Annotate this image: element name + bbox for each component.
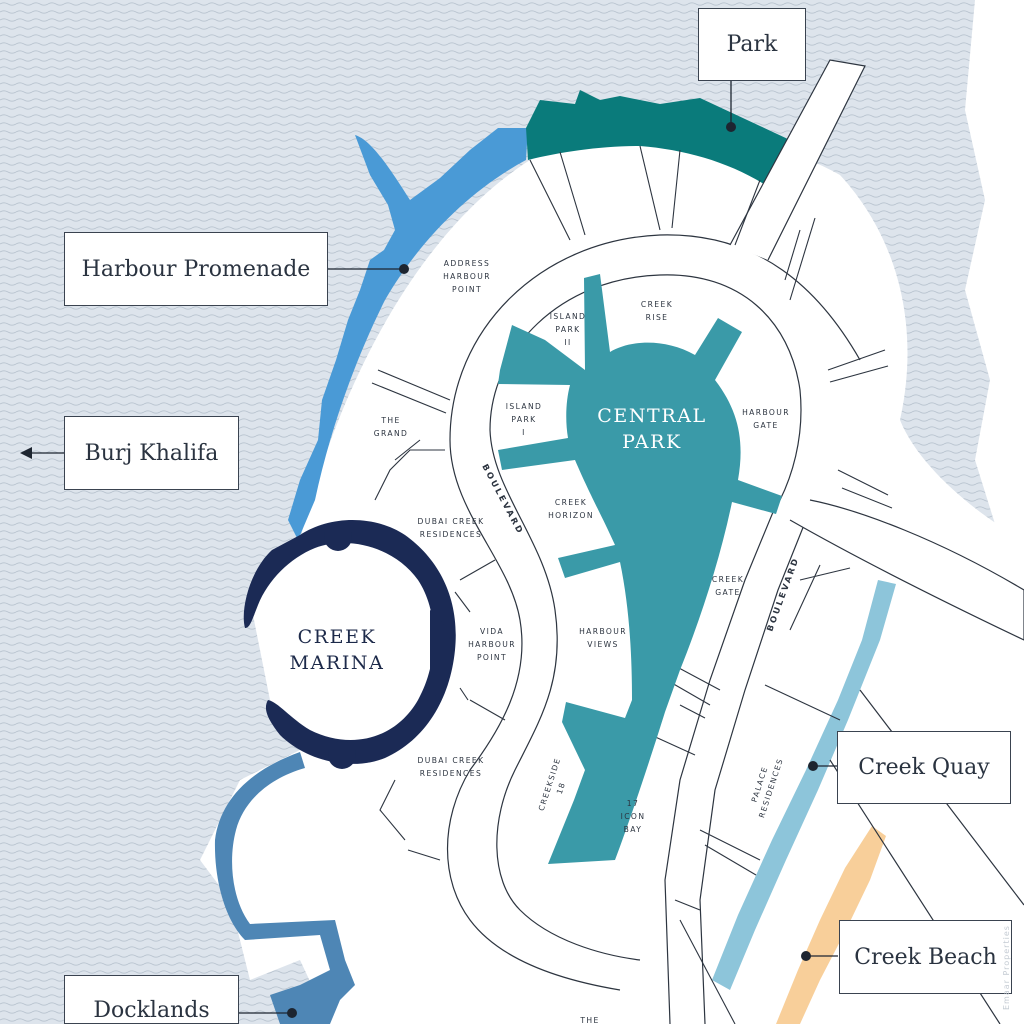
creek-beach-dot bbox=[801, 951, 811, 961]
burj-khalifa-arrow-icon bbox=[20, 447, 32, 459]
plot-creek-rise[interactable]: CREEK RISE bbox=[641, 300, 673, 322]
central-park-label-1: CENTRAL bbox=[597, 405, 707, 427]
marina-pier-east bbox=[430, 610, 452, 700]
svg-text:CREEK: CREEK bbox=[712, 575, 744, 584]
plot-icon-bay[interactable]: 17 ICON BAY bbox=[621, 799, 646, 834]
svg-text:RESIDENCES: RESIDENCES bbox=[420, 769, 482, 778]
svg-text:POINT: POINT bbox=[477, 653, 507, 662]
burj-khalifa-callout[interactable]: Burj Khalifa bbox=[64, 416, 239, 490]
harbour-promenade-callout[interactable]: Harbour Promenade bbox=[64, 232, 328, 306]
creek-beach-area[interactable] bbox=[776, 826, 886, 1024]
plot-island-park-i[interactable]: ISLAND PARK I bbox=[506, 402, 543, 437]
creek-island bbox=[200, 134, 1024, 1024]
plot-creek-horizon[interactable]: CREEK HORIZON bbox=[548, 498, 594, 520]
svg-text:THE: THE bbox=[380, 416, 400, 425]
central-park-area[interactable] bbox=[498, 274, 782, 864]
plot-dubai-creek-residences-south[interactable]: DUBAI CREEK RESIDENCES bbox=[417, 756, 484, 778]
creek-quay-area[interactable] bbox=[712, 580, 896, 990]
boulevard-west-outer bbox=[447, 439, 621, 991]
harbour-promenade-dot bbox=[399, 264, 409, 274]
park-callout[interactable]: Park bbox=[698, 8, 806, 81]
svg-text:BAY: BAY bbox=[624, 825, 643, 834]
svg-text:ISLAND: ISLAND bbox=[506, 402, 543, 411]
marina-pier-top bbox=[324, 523, 352, 551]
boulevard-east-right-edge bbox=[699, 504, 813, 1024]
svg-text:ADDRESS: ADDRESS bbox=[444, 259, 490, 268]
plot-vida-harbour-point[interactable]: VIDA HARBOUR POINT bbox=[468, 627, 516, 662]
park-dot bbox=[726, 122, 736, 132]
svg-text:RESIDENCES: RESIDENCES bbox=[420, 530, 482, 539]
svg-text:RISE: RISE bbox=[646, 313, 669, 322]
docklands-channel[interactable] bbox=[214, 752, 355, 1024]
svg-text:CREEK: CREEK bbox=[555, 498, 587, 507]
harbour-promenade-area[interactable] bbox=[288, 128, 528, 540]
svg-text:II: II bbox=[564, 338, 571, 347]
svg-text:GRAND: GRAND bbox=[374, 429, 409, 438]
svg-text:GATE: GATE bbox=[753, 421, 779, 430]
svg-text:I: I bbox=[522, 428, 526, 437]
boulevard-east-left-edge bbox=[664, 499, 779, 1024]
svg-text:18: 18 bbox=[555, 781, 567, 796]
plot-dubai-creek-residences-north[interactable]: DUBAI CREEK RESIDENCES bbox=[417, 517, 484, 539]
svg-text:CREEK: CREEK bbox=[641, 300, 673, 309]
plot-dividers bbox=[371, 145, 893, 1024]
svg-text:PARK: PARK bbox=[511, 415, 536, 424]
plot-the-bottom[interactable]: THE bbox=[579, 1016, 599, 1024]
svg-text:POINT: POINT bbox=[452, 285, 482, 294]
svg-text:HARBOUR: HARBOUR bbox=[742, 408, 790, 417]
svg-text:DUBAI CREEK: DUBAI CREEK bbox=[417, 517, 484, 526]
svg-text:HARBOUR: HARBOUR bbox=[443, 272, 491, 281]
plot-harbour-gate[interactable]: HARBOUR GATE bbox=[742, 408, 790, 430]
creek-quay-dot bbox=[808, 761, 818, 771]
central-park-label-2: PARK bbox=[622, 431, 682, 453]
plot-the-grand[interactable]: THE GRAND bbox=[374, 416, 409, 438]
creek-marina-label-1: CREEK bbox=[298, 626, 377, 648]
svg-text:VIEWS: VIEWS bbox=[587, 640, 619, 649]
svg-text:ICON: ICON bbox=[621, 812, 646, 821]
watermark-text: Emaar Properties bbox=[1002, 925, 1011, 1010]
svg-text:HARBOUR: HARBOUR bbox=[468, 640, 516, 649]
boulevard-west-inner bbox=[489, 429, 641, 961]
svg-text:DUBAI CREEK: DUBAI CREEK bbox=[417, 756, 484, 765]
docklands-callout[interactable]: Docklands bbox=[64, 975, 239, 1024]
docklands-dot bbox=[287, 1008, 297, 1018]
creek-beach-callout[interactable]: Creek Beach bbox=[839, 920, 1012, 994]
creek-quay-callout[interactable]: Creek Quay bbox=[837, 731, 1011, 804]
plot-harbour-views[interactable]: HARBOUR VIEWS bbox=[579, 627, 627, 649]
svg-text:HORIZON: HORIZON bbox=[548, 511, 594, 520]
svg-text:ISLAND: ISLAND bbox=[550, 312, 587, 321]
north-road bbox=[729, 59, 866, 261]
svg-text:17: 17 bbox=[627, 799, 639, 808]
creek-marina-label-2: MARINA bbox=[290, 652, 385, 674]
svg-text:HARBOUR: HARBOUR bbox=[579, 627, 627, 636]
svg-text:GATE: GATE bbox=[715, 588, 741, 597]
plot-address-harbour-point[interactable]: ADDRESS HARBOUR POINT bbox=[443, 259, 491, 294]
marina-pier-bottom bbox=[328, 741, 356, 769]
svg-text:VIDA: VIDA bbox=[480, 627, 504, 636]
east-road bbox=[789, 499, 1024, 641]
ring-road-outer-north bbox=[449, 234, 861, 441]
svg-text:PARK: PARK bbox=[555, 325, 580, 334]
plot-island-park-ii[interactable]: ISLAND PARK II bbox=[550, 312, 587, 347]
plot-creek-gate[interactable]: CREEK GATE bbox=[712, 575, 744, 597]
